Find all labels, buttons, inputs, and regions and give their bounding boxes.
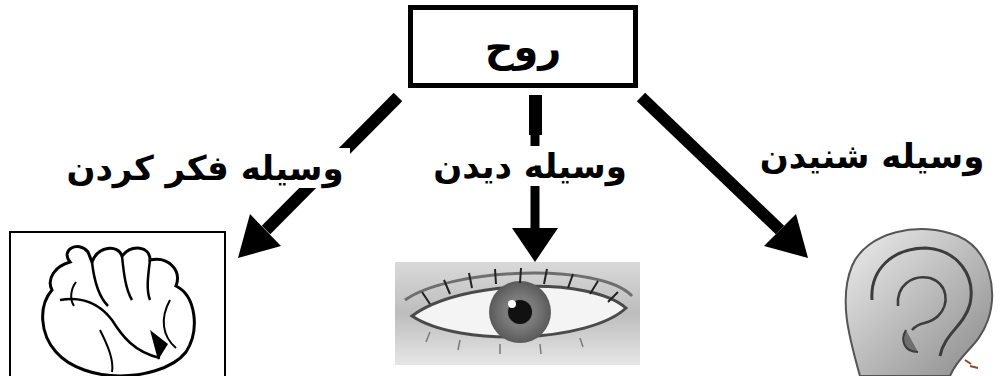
- process-box: روح: [408, 5, 638, 88]
- eye-picture: [395, 262, 640, 365]
- function-label: وسیله دیدن: [427, 146, 633, 187]
- function-label: وسیله شنیدن: [754, 136, 991, 177]
- node-text: روح: [485, 23, 562, 71]
- function-label: وسیله فکر کردن: [60, 148, 349, 189]
- arrow: [641, 97, 808, 258]
- heart-picture: [10, 232, 225, 376]
- ear-picture: [846, 229, 992, 376]
